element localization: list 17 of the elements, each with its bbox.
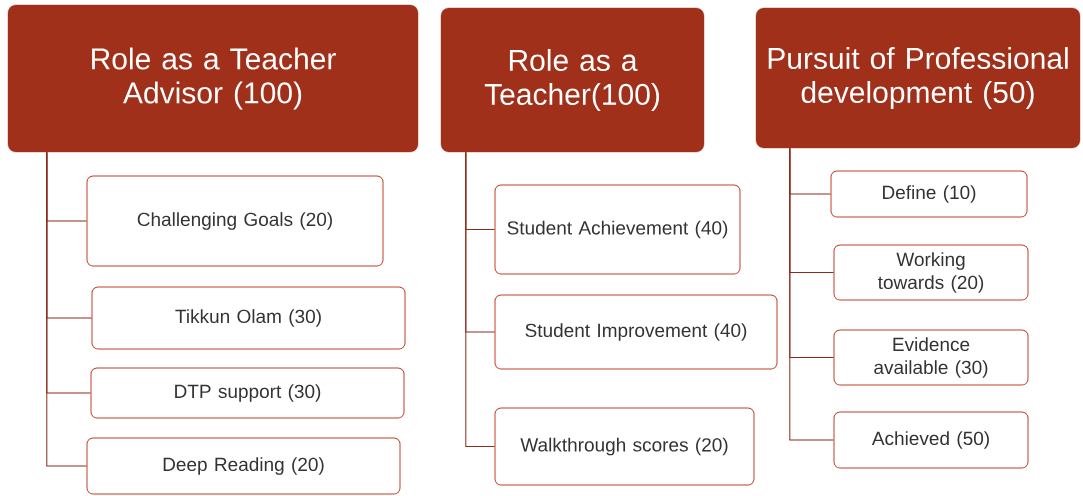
- item-box: Define (10): [830, 170, 1028, 218]
- item-box: Achieved (50): [833, 411, 1029, 469]
- item-box: Deep Reading (20): [86, 437, 401, 495]
- heading-box: Role as a Teacher Advisor (100): [7, 4, 419, 153]
- connector-line: [465, 151, 495, 447]
- item-box: Evidence available (30): [833, 329, 1029, 386]
- item-box: Working towards (20): [833, 244, 1029, 301]
- item-box: Student Improvement (40): [494, 294, 778, 370]
- heading-box: Role as a Teacher(100): [440, 7, 705, 153]
- item-box: Tikkun Olam (30): [91, 286, 406, 350]
- item-box: DTP support (30): [90, 367, 405, 419]
- connector-line: [789, 147, 834, 441]
- connector-line: [46, 151, 87, 467]
- item-box: Challenging Goals (20): [86, 175, 384, 267]
- item-box: Student Achievement (40): [494, 184, 741, 275]
- item-box: Walkthrough scores (20): [494, 407, 755, 486]
- heading-box: Pursuit of Professional development (50): [755, 7, 1081, 149]
